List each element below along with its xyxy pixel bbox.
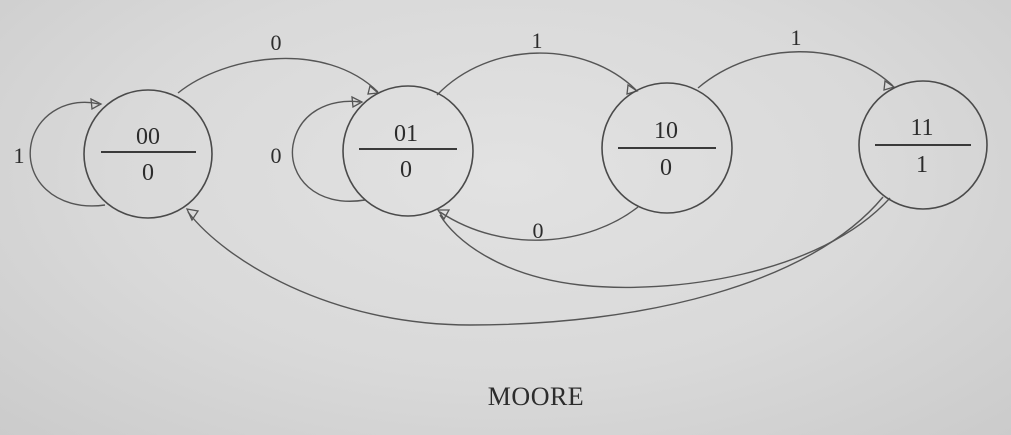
- state-code: 01: [394, 121, 418, 147]
- transition-label: 0: [271, 30, 282, 55]
- state-00: 00 0: [83, 89, 213, 219]
- state-01: 01 0: [342, 85, 474, 217]
- state-output: 0: [142, 160, 154, 186]
- transition-label: 0: [271, 143, 282, 168]
- state-output: 0: [400, 157, 412, 183]
- state-11: 11 1: [858, 80, 988, 210]
- state-output: 1: [916, 152, 928, 178]
- transition-label: 0: [533, 218, 544, 243]
- transition-00-to-01: 0: [177, 30, 380, 95]
- transition-01-self: 0: [271, 95, 366, 202]
- transition-10-to-11: 1: [697, 25, 896, 91]
- transition-11-to-01: [439, 197, 891, 289]
- transition-11-to-00: [185, 196, 884, 326]
- transition-label: 1: [791, 25, 802, 50]
- state-output: 0: [660, 155, 672, 181]
- state-10: 10 0: [601, 82, 733, 214]
- transition-label: 1: [14, 143, 25, 168]
- state-code: 10: [654, 118, 678, 144]
- transition-label: 1: [532, 28, 543, 53]
- diagram-caption: MOORE: [488, 382, 584, 411]
- transition-01-to-10: 1: [436, 28, 639, 96]
- transition-00-self: 1: [14, 97, 106, 207]
- state-code: 00: [136, 124, 160, 150]
- state-code: 11: [910, 115, 933, 141]
- transition-10-to-01: 0: [436, 206, 639, 243]
